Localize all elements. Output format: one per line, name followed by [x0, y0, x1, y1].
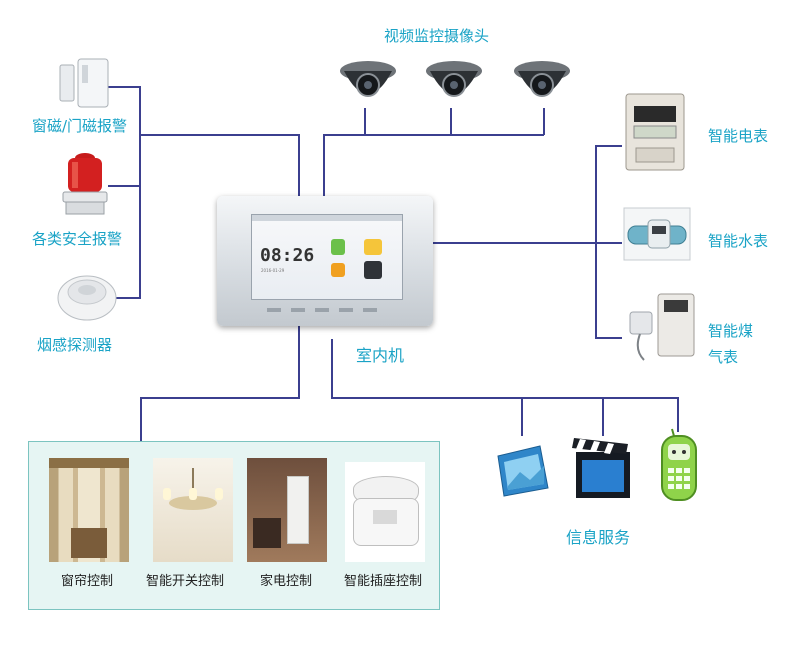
window-door-alarm-label: 窗磁/门磁报警 [32, 117, 128, 135]
electricity-meter-icon [625, 93, 685, 171]
home-control-panel: 窗帘控制 智能开关控制 家电控制 智能插座控制 [28, 441, 440, 610]
chandelier-image [153, 458, 233, 562]
water-meter-label: 智能水表 [708, 232, 769, 250]
movie-clapper-icon [572, 438, 630, 498]
appliance-image [247, 458, 327, 562]
app-tile-icon [364, 239, 382, 255]
cameras-label: 视频监控摄像头 [384, 27, 490, 45]
device-clock: 08:26 [260, 245, 315, 266]
siren-icon [62, 153, 108, 215]
curtain-image [49, 458, 129, 562]
dome-camera-icon [514, 61, 570, 97]
info-service-label: 信息服务 [566, 528, 631, 547]
device-date: 2016-01-29 [261, 268, 285, 273]
mobile-phone-icon [661, 428, 697, 501]
smart-meter-label: 智能电表 [708, 127, 769, 145]
gas-meter-label-line1: 智能煤 [708, 322, 754, 340]
gas-meter-icon [624, 292, 696, 362]
indoor-unit-label: 室内机 [356, 346, 405, 365]
app-tile-icon [331, 239, 345, 255]
curtain-control-label: 窗帘控制 [61, 574, 114, 589]
switch-control-label: 智能开关控制 [146, 574, 225, 589]
device-buttons [267, 308, 387, 312]
dome-camera-icon [340, 61, 396, 97]
dome-camera-icon [426, 61, 482, 97]
app-tile-icon [331, 263, 345, 277]
app-tile-icon [364, 261, 382, 279]
socket-control-label: 智能插座控制 [344, 574, 423, 589]
picture-gallery-icon [497, 445, 549, 497]
smoke-detector-label: 烟感探测器 [37, 336, 113, 354]
device-screen: 08:26 2016-01-29 [251, 214, 403, 300]
door-sensor-icon [59, 58, 109, 108]
gas-meter-label-line2: 气表 [708, 348, 739, 366]
rice-cooker-image [345, 462, 425, 562]
appliance-control-label: 家电控制 [260, 574, 313, 589]
water-meter-icon [623, 207, 691, 261]
smoke-detector-icon [57, 275, 117, 321]
safety-alarm-label: 各类安全报警 [32, 230, 123, 248]
indoor-unit-device: 08:26 2016-01-29 [217, 196, 433, 326]
